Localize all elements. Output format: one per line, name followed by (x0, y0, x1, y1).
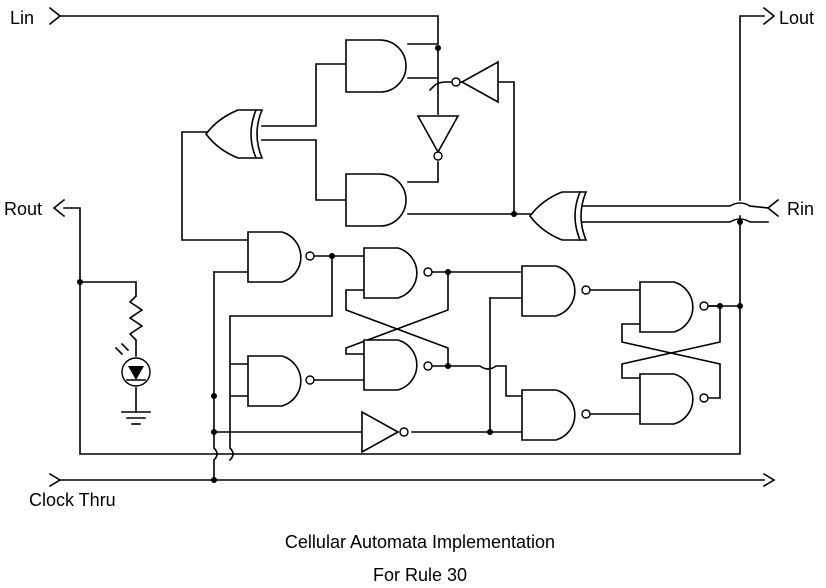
nand-gate-3 (247, 355, 315, 407)
or-gate-1 (204, 109, 264, 159)
rout-terminal-arrow (52, 198, 66, 218)
lin-label: Lin (10, 8, 34, 28)
nand-gate-2 (363, 247, 433, 299)
nand-gate-7 (639, 281, 709, 333)
or-gate-2 (528, 191, 588, 241)
clock-thru-label: Clock Thru (29, 490, 116, 510)
caption-subtitle: For Rule 30 (372, 565, 468, 585)
inverter-clock (361, 410, 400, 454)
inverter-clock-bubble (399, 427, 409, 437)
rin-terminal-arrow (766, 198, 780, 218)
junction-dots (77, 45, 743, 483)
rout-label: Rout (4, 199, 42, 219)
clock-out-arrow (762, 472, 776, 488)
led-icon (114, 342, 151, 387)
lin-terminal-arrow (48, 6, 62, 26)
inverter-rin (460, 60, 499, 104)
caption-title: Cellular Automata Implementation (284, 532, 556, 552)
rin-label: Rin (787, 199, 814, 219)
lout-label: Lout (779, 8, 814, 28)
nand-gate-8 (639, 373, 709, 425)
inverter-lin (416, 115, 460, 154)
nand-gate-1 (247, 231, 315, 283)
inverter-rin-bubble (451, 77, 461, 87)
and-gate-2 (345, 173, 407, 227)
clock-in-arrow (48, 472, 62, 488)
inverter-lin-bubble (433, 151, 443, 161)
lout-terminal-arrow (762, 6, 776, 26)
nand-gate-6 (521, 389, 591, 441)
and-gate-1 (345, 39, 407, 93)
nand-gate-4 (363, 339, 433, 391)
nand-gate-5 (521, 265, 591, 317)
